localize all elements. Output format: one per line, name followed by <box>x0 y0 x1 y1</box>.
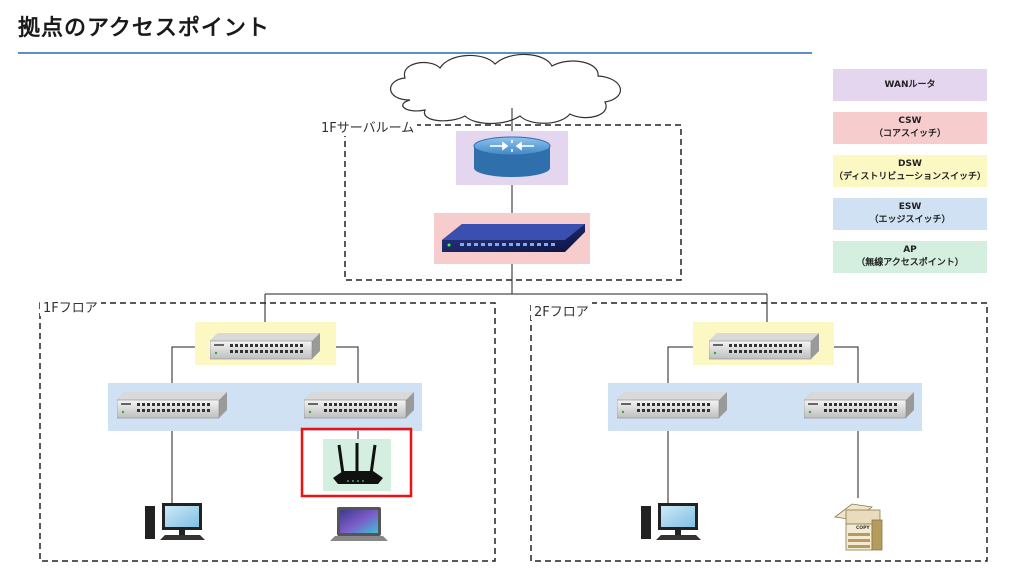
legend-wan-router: WANルータ <box>833 69 987 101</box>
ap-selection-frame <box>300 427 413 498</box>
legend-esw-desc: （エッジスイッチ） <box>869 215 951 225</box>
dsw-1f-icon <box>210 332 320 360</box>
page-title: 拠点のアクセスポイント <box>18 16 270 41</box>
floor1-label: 1Fフロア <box>40 297 101 316</box>
floor2-zone <box>530 302 988 562</box>
legend-csw-desc: （コアスイッチ） <box>873 129 946 139</box>
server-room-zone <box>344 124 682 281</box>
esw-2f-right-icon <box>804 391 914 419</box>
legend-dsw-label: DSW <box>898 159 922 169</box>
legend-csw-label: CSW <box>898 116 922 126</box>
legend-dsw: DSW （ディストリビューションスイッチ） <box>833 155 987 187</box>
dsw-2f-icon <box>709 332 819 360</box>
legend-dsw-desc: （ディストリビューションスイッチ） <box>833 172 986 182</box>
copier-label: COPY <box>856 525 870 531</box>
floor1-zone <box>39 302 496 562</box>
legend-csw: CSW （コアスイッチ） <box>833 112 987 144</box>
internet-cloud-icon <box>390 53 622 125</box>
wireless-access-point-icon <box>333 443 383 484</box>
legend-ap: AP （無線アクセスポイント） <box>833 241 987 273</box>
esw-1f-right-icon <box>304 391 414 419</box>
title-divider <box>18 52 812 54</box>
floor2-label: 2Fフロア <box>531 301 592 320</box>
laptop-icon <box>330 507 388 541</box>
legend-ap-label: AP <box>903 245 917 255</box>
desktop-pc-icon <box>641 503 701 540</box>
desktop-pc-icon <box>145 503 205 540</box>
server-room-label: 1Fサーバルーム <box>318 117 418 136</box>
copier-icon: COPY <box>834 503 883 551</box>
esw-2f-left-icon <box>617 391 727 419</box>
esw-1f-left-icon <box>117 391 227 419</box>
legend-esw: ESW （エッジスイッチ） <box>833 198 987 230</box>
legend-wan-router-label: WANルータ <box>884 79 936 90</box>
core-switch-icon <box>442 224 585 252</box>
legend-ap-desc: （無線アクセスポイント） <box>856 258 964 268</box>
legend-esw-label: ESW <box>898 202 922 212</box>
wan-router-icon <box>473 136 551 177</box>
